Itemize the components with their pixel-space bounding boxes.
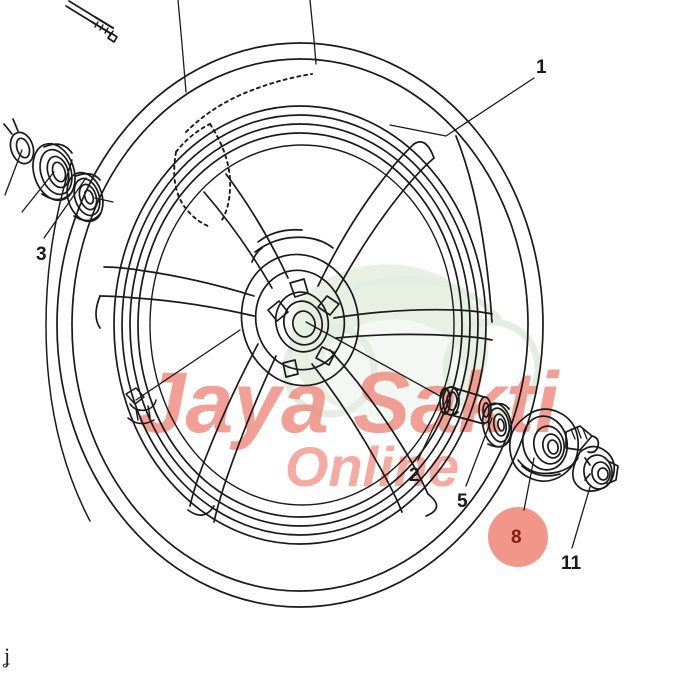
leader-hub-center (305, 321, 441, 397)
tire (45, 42, 544, 608)
leader-rim-nipple (135, 329, 241, 401)
leader-2 (417, 396, 449, 461)
callout-label-3: 3 (36, 244, 47, 265)
callout-label-1: 1 (536, 57, 547, 78)
leader-lines (4, 0, 591, 549)
axle-nut-part-11 (571, 445, 619, 492)
oil-seal-part-5 (481, 402, 513, 448)
highlight-circle-part-8 (488, 507, 548, 567)
hidden-lines-dashed (173, 73, 313, 227)
speedometer-gear-unit-part-8 (508, 408, 600, 483)
callout-label-11: 11 (561, 553, 582, 574)
callout-label-5: 5 (457, 491, 468, 512)
valve-stem (65, 0, 118, 43)
corner-glyph: ʝ (4, 643, 11, 668)
wheel-bearing-small (66, 171, 114, 223)
leader-5 (465, 417, 493, 487)
leader-8 (523, 457, 535, 511)
wheel-rim (113, 105, 487, 545)
callout-label-2: 2 (409, 465, 420, 486)
leader-3 (43, 177, 87, 239)
leader-1 (389, 77, 535, 137)
callout-label-8: 8 (511, 527, 522, 548)
wheel-hub (240, 228, 360, 387)
leader-top-right-offscreen (309, 0, 317, 65)
wheel-spokes (95, 135, 493, 523)
oil-seal-small (3, 118, 35, 165)
leader-bearing-left-2 (4, 149, 23, 196)
watermark-line2: Online (285, 435, 459, 498)
leader-11 (571, 486, 591, 549)
leader-bearing-left-1 (21, 171, 55, 213)
rim-valve-nipple (125, 387, 157, 425)
axle-collar-part-2 (439, 386, 492, 425)
watermark-text: Jaya Sakti Online (138, 355, 561, 498)
leader-top-left-offscreen (177, 0, 187, 93)
